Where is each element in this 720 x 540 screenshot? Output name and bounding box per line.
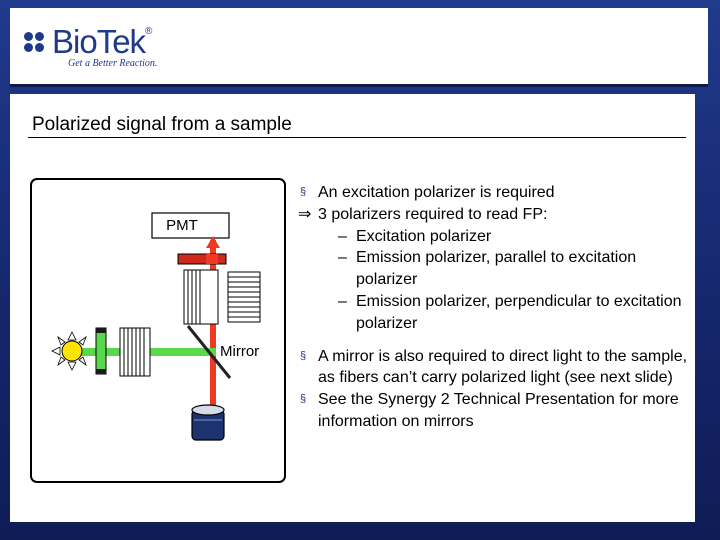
- fp-optics-diagram: PMT: [30, 178, 286, 483]
- logo-dots-icon: [24, 32, 48, 60]
- title-divider: [28, 137, 686, 138]
- registered-mark: ®: [145, 26, 153, 37]
- sub-item: –Excitation polarizer: [338, 227, 492, 245]
- bullet-item: §A mirror is also required to direct lig…: [300, 347, 688, 387]
- excitation-polarizer: [119, 327, 151, 377]
- header: BioTek ® Get a Better Reaction.: [10, 8, 708, 87]
- emission-beam: [210, 240, 216, 412]
- pmt-label: PMT: [166, 217, 198, 234]
- pmt-filter-bar: [177, 253, 227, 265]
- excitation-filter: [95, 327, 107, 375]
- pmt-box: [151, 212, 230, 239]
- bullet-item: §See the Synergy 2 Technical Presentatio…: [300, 391, 679, 430]
- emission-arrow-icon: [206, 236, 220, 248]
- slide-content: Polarized signal from a sample PMT: [10, 94, 695, 522]
- bullet-item: §An excitation polarizer is required: [300, 184, 555, 201]
- lamp-icon: [51, 331, 87, 371]
- sub-item: –Emission polarizer, perpendicular to ex…: [338, 292, 682, 332]
- perpendicular-polarizer: [227, 271, 261, 323]
- slide-title: Polarized signal from a sample: [32, 114, 292, 135]
- pmt-filter-core: [206, 254, 218, 264]
- dichroic-mirror: [186, 325, 232, 379]
- sub-item: –Emission polarizer, parallel to excitat…: [338, 249, 637, 289]
- bullet-list: §An excitation polarizer is required ⇒3 …: [298, 182, 692, 433]
- implication-item: ⇒3 polarizers required to read FP:: [298, 205, 548, 223]
- parallel-polarizer: [183, 269, 219, 325]
- mirror-label: Mirror: [220, 343, 259, 360]
- brand-logo: BioTek: [52, 23, 146, 60]
- tagline: Get a Better Reaction.: [68, 58, 158, 69]
- sample-well-icon: [191, 404, 225, 441]
